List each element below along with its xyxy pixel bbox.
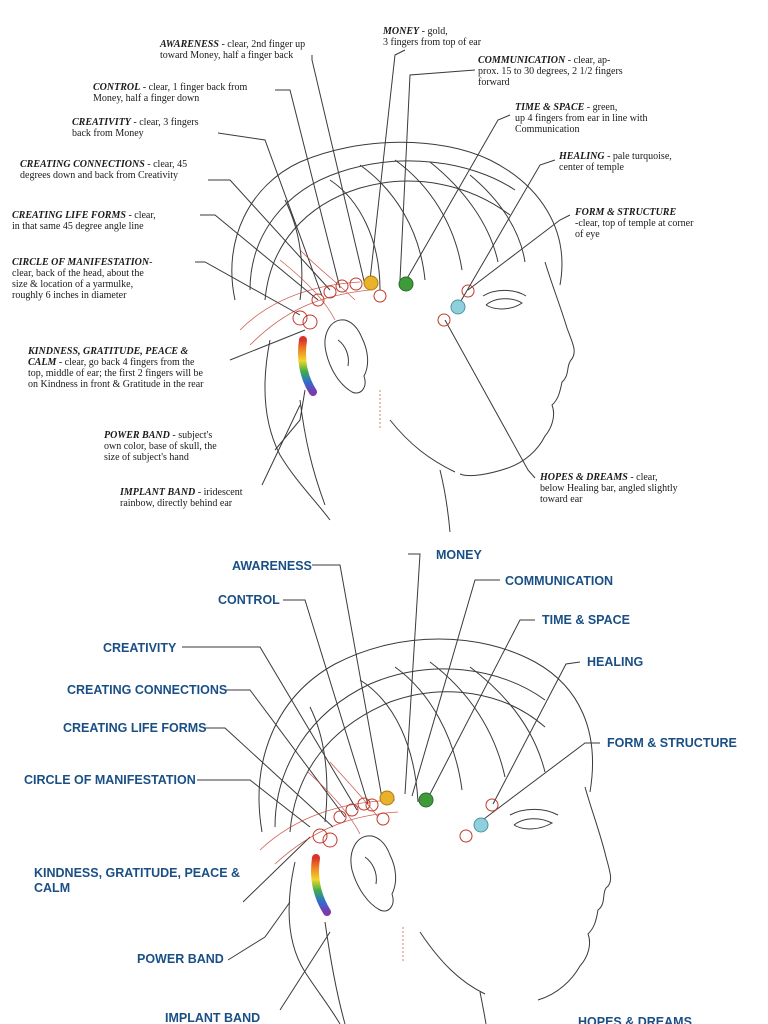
neck-outline [264, 339, 331, 521]
point-creating-connections [345, 803, 359, 817]
detailed-diagram-panel: AWARENESS - clear, 2nd finger up toward … [12, 26, 694, 532]
implant-band-rainbow [311, 854, 331, 916]
money-gold-dot [363, 275, 379, 291]
label-circle-manifestation: CIRCLE OF MANIFESTATION [24, 773, 196, 787]
label-healing: HEALING [587, 655, 644, 669]
label-kindness: KINDNESS, GRATITUDE, PEACE & CALM - clea… [28, 346, 204, 390]
healing-turquoise-dot [473, 817, 489, 833]
label-creating-life-forms: CREATING LIFE FORMS [63, 721, 207, 735]
healing-turquoise-dot [450, 299, 466, 315]
point-circle-manifestation-b [322, 832, 338, 848]
point-creativity [335, 279, 349, 293]
neck-outline [288, 861, 341, 1024]
point-circle-manifestation-b [302, 314, 318, 330]
point-circle-manifestation-a [312, 828, 328, 844]
label-awareness: AWARENESS - clear, 2nd finger up toward … [160, 39, 306, 61]
ear-shape [350, 835, 397, 912]
label-communication: COMMUNICATION - clear, ap- prox. 15 to 3… [478, 55, 623, 88]
label-implant-band: IMPLANT BAND - iridescent rainbow, direc… [120, 487, 243, 509]
head-illustration-bottom [182, 553, 612, 1024]
label-awareness: AWARENESS [232, 559, 312, 573]
label-money: MONEY - gold, 3 fingers from top of ear [383, 26, 482, 48]
hair-outline [231, 141, 563, 301]
label-creating-connections: CREATING CONNECTIONS [67, 683, 228, 697]
label-money: MONEY [436, 548, 482, 562]
point-awareness [376, 812, 390, 826]
label-power-band: POWER BAND - subject's own color, base o… [104, 430, 217, 463]
label-creativity: CREATIVITY - clear, 3 fingers back from … [72, 117, 199, 139]
point-control [365, 798, 379, 812]
communication-green-dot [398, 276, 414, 292]
communication-green-dot [418, 792, 434, 808]
label-creating-connections: CREATING CONNECTIONS - clear, 45 degrees… [20, 159, 188, 181]
point-awareness [373, 289, 387, 303]
point-control [349, 277, 363, 291]
label-form-structure: FORM & STRUCTURE [607, 736, 737, 750]
labeled-diagram-panel: AWARENESS MONEY COMMUNICATION CONTROL TI… [0, 532, 768, 1024]
point-creating-life-forms [311, 293, 325, 307]
label-healing: HEALING - pale turquoise, center of temp… [559, 151, 672, 173]
label-hopes-dreams: HOPES & DREAMS - clear, below Healing ba… [540, 472, 678, 505]
label-kindness: KINDNESS, GRATITUDE, PEACE & CALM [34, 866, 241, 895]
label-time-space: TIME & SPACE - green, up 4 fingers from … [515, 102, 648, 135]
face-profile [537, 786, 612, 1001]
point-form-structure [461, 284, 475, 298]
label-creating-life-forms: CREATING LIFE FORMS - clear, in that sam… [12, 210, 156, 232]
label-time-space: TIME & SPACE [542, 613, 630, 627]
label-control: CONTROL [218, 593, 280, 607]
point-circle-manifestation-a [292, 310, 308, 326]
label-circle-manifestation: CIRCLE OF MANIFESTATION- clear, back of … [12, 257, 153, 301]
label-implant-band: IMPLANT BAND [165, 1011, 261, 1024]
point-hopes-dreams [437, 313, 451, 327]
label-control: CONTROL - clear, 1 finger back from Mone… [93, 82, 248, 104]
point-form-structure [485, 798, 499, 812]
head-illustration-top [195, 49, 575, 532]
point-creativity [357, 797, 371, 811]
money-gold-dot [379, 790, 395, 806]
point-creating-connections [323, 285, 337, 299]
label-power-band: POWER BAND [137, 952, 224, 966]
point-creating-life-forms [333, 810, 347, 824]
point-hopes-dreams [459, 829, 473, 843]
implant-band-rainbow [298, 336, 317, 396]
label-creativity: CREATIVITY [103, 641, 177, 655]
eye-shape [513, 818, 554, 830]
label-communication: COMMUNICATION [505, 574, 614, 588]
eye-shape [485, 298, 523, 310]
ear-shape [324, 319, 369, 394]
face-profile [459, 261, 575, 477]
hair-outline [258, 638, 594, 833]
label-hopes-dreams: HOPES & DREAMS [578, 1015, 692, 1024]
label-form-structure: FORM & STRUCTURE -clear, top of temple a… [575, 207, 694, 240]
